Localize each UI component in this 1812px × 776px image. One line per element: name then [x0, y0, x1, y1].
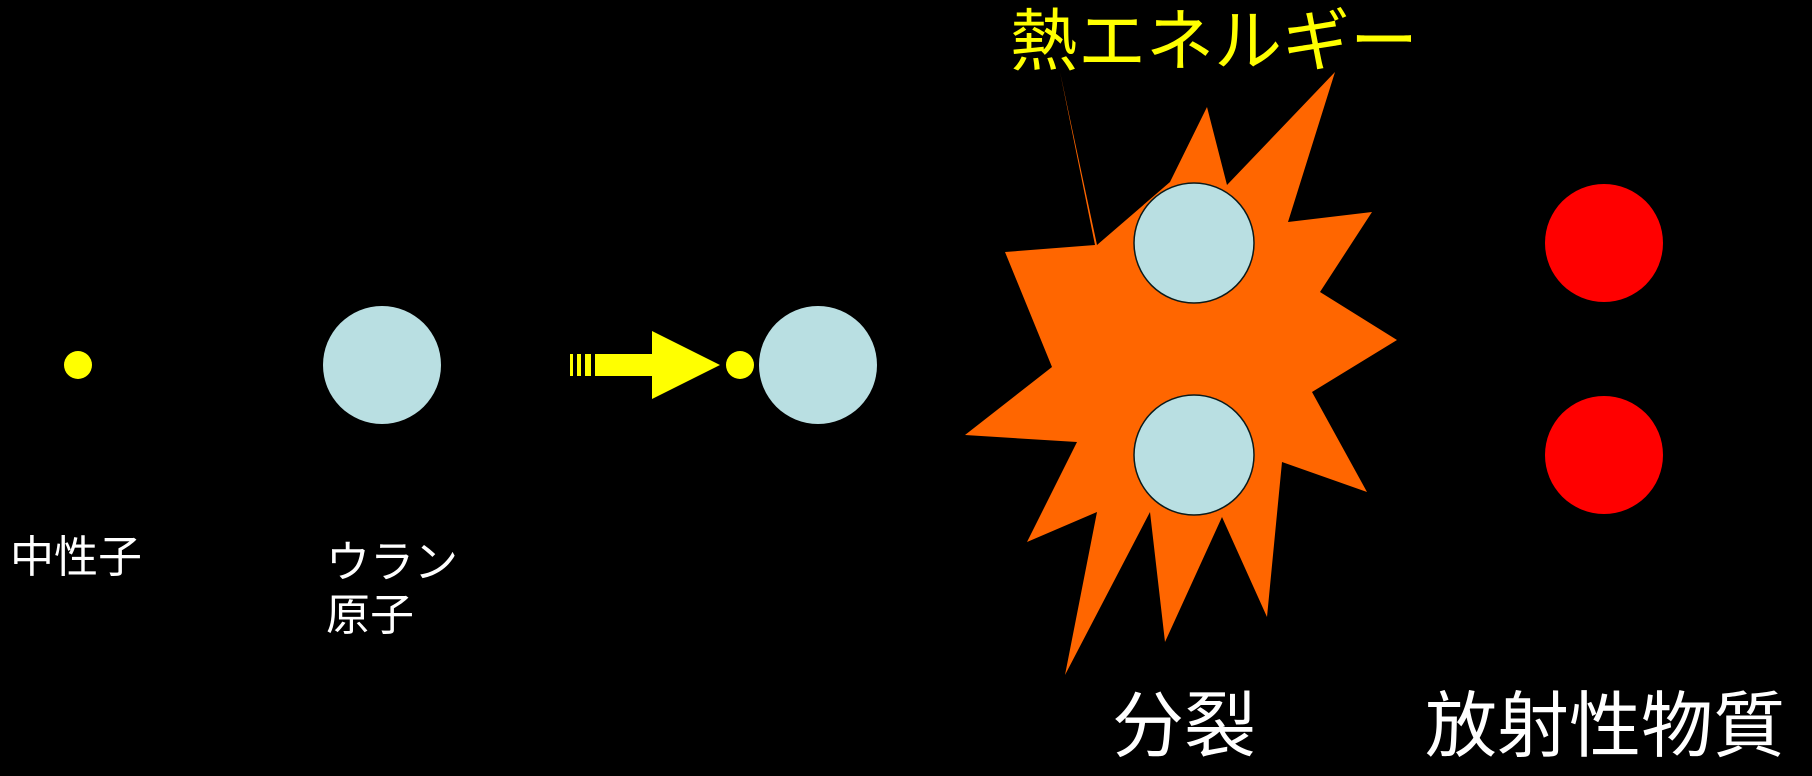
fission-label: 分裂 [1112, 684, 1257, 768]
radioactive-material-label: 放射性物質 [1425, 684, 1786, 768]
neutron-label: 中性子 [10, 532, 142, 583]
radioactive-particle-bottom [1545, 396, 1663, 514]
uranium-atom-target [759, 306, 877, 424]
impact-arrow [570, 331, 720, 399]
uranium-label: ウラン 原子 [326, 537, 458, 643]
uranium-label-line2: 原子 [326, 589, 414, 641]
uranium-atom [323, 306, 441, 424]
neutron-particle [64, 351, 92, 379]
uranium-label-line1: ウラン [326, 537, 458, 588]
fission-fragment-bottom [1133, 394, 1255, 516]
radioactive-particle-top [1545, 184, 1663, 302]
neutron-hitting [726, 351, 754, 379]
fission-fragment-top [1133, 182, 1255, 304]
explosion-shape [965, 72, 1397, 675]
heat-energy-label: 熱エネルギー [1010, 3, 1419, 82]
